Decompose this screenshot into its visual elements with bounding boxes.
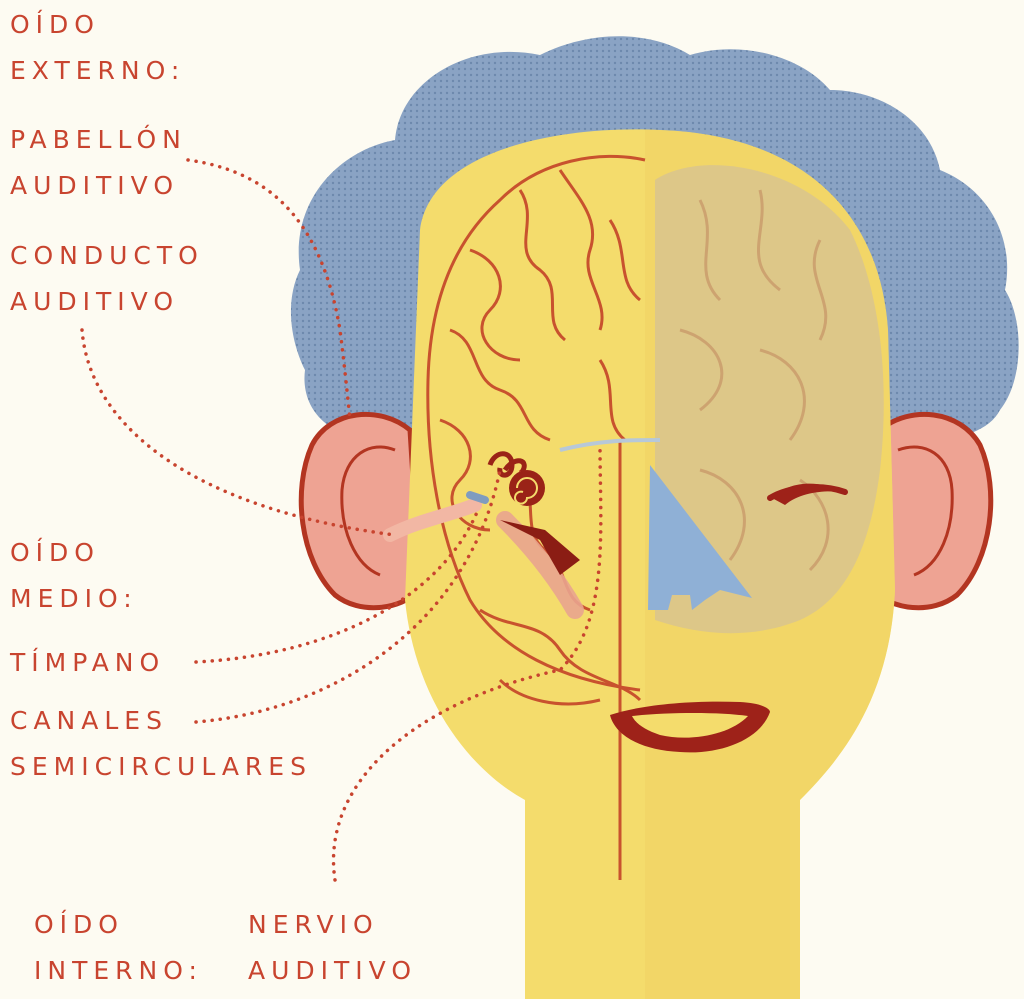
semicircular-canals-label: CANALES SEMICIRCULARES [10, 698, 312, 790]
inner-ear-heading: OÍDO INTERNO: [34, 902, 203, 994]
auditory-nerve-label: NERVIO AUDITIVO [248, 902, 417, 994]
outer-ear-heading: OÍDO EXTERNO: [10, 2, 185, 94]
eardrum-label: TÍMPANO [10, 640, 165, 686]
left-ear-icon [301, 414, 420, 607]
middle-ear-heading: OÍDO MEDIO: [10, 530, 138, 622]
pinna-label: PABELLÓN AUDITIVO [10, 117, 187, 209]
ear-canal-label: CONDUCTO AUDITIVO [10, 233, 204, 325]
